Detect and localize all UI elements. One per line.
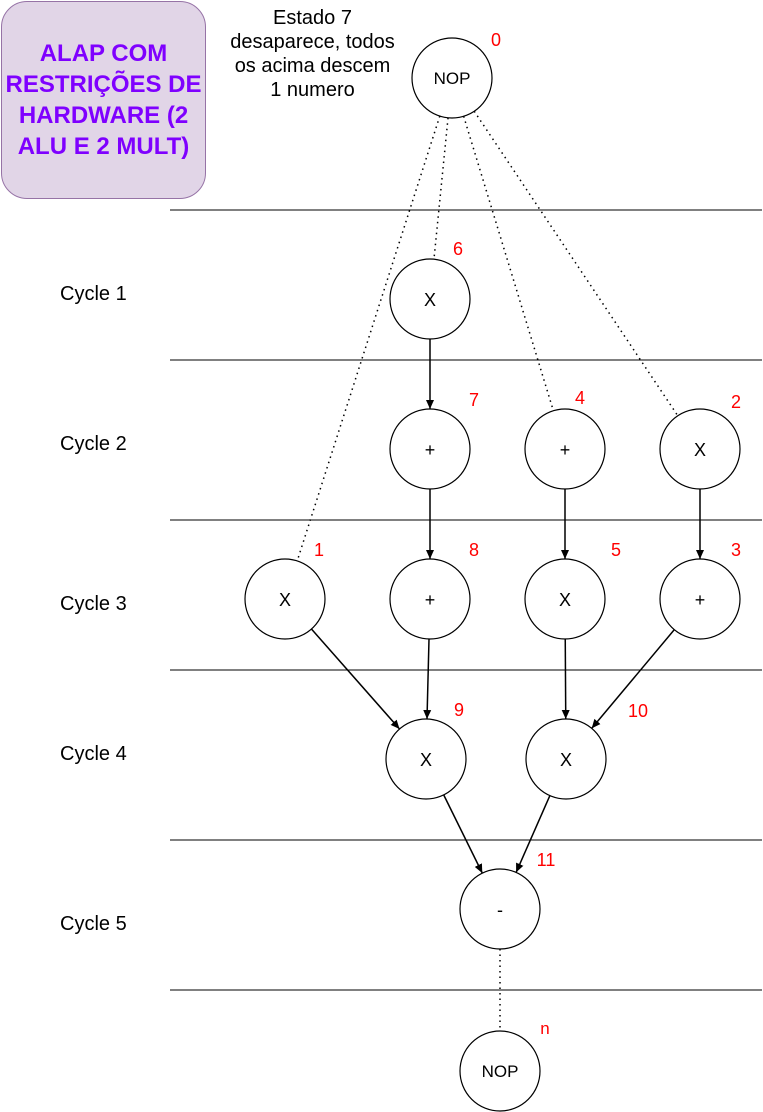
node-circle — [524, 408, 606, 490]
edge-solid-1-9 — [310, 628, 401, 730]
node-id-label: 4 — [575, 388, 585, 408]
title-box: ALAP COM RESTRIÇÕES DE HARDWARE (2 ALU E… — [1, 1, 206, 199]
node-id-label: 5 — [611, 540, 621, 560]
node-operation-label: + — [425, 590, 436, 610]
cycle-label: Cycle 1 — [60, 283, 127, 305]
node-4: +4 — [524, 388, 606, 490]
node-id-label: 3 — [731, 540, 741, 560]
node-n: NOP n — [459, 1019, 550, 1112]
node-circle — [524, 558, 606, 640]
node-operation-label: X — [420, 750, 432, 770]
cycle-separators — [170, 209, 762, 991]
node-circle — [389, 258, 471, 340]
node-circle — [459, 868, 541, 950]
node-operation-label: X — [559, 590, 571, 610]
node-operation-label: X — [560, 750, 572, 770]
cycle-label: Cycle 4 — [60, 743, 127, 765]
node-id-label: 1 — [314, 540, 324, 560]
node-2: X2 — [659, 392, 741, 490]
node-circle — [389, 558, 471, 640]
state-note: Estado 7 desaparece, todos os acima desc… — [230, 7, 395, 101]
edge-solid-9-11 — [443, 794, 483, 874]
node-10: X 10 — [525, 701, 648, 800]
node-1: X1 — [244, 540, 326, 640]
node-8: +8 — [389, 540, 479, 640]
title-text: ALAP COM RESTRIÇÕES DE HARDWARE (2 ALU E… — [5, 40, 202, 160]
node-0: NOP 0 — [411, 30, 501, 119]
node-circle — [411, 37, 493, 119]
node-id-label: 2 — [731, 392, 741, 412]
edge-dotted-0-4 — [462, 116, 555, 411]
node-operation-label: NOP — [434, 69, 471, 88]
node-circle — [389, 408, 471, 490]
node-9: X9 — [385, 700, 467, 800]
edges — [296, 110, 704, 1031]
node-circle — [459, 1030, 541, 1112]
node-id-label: 9 — [454, 700, 464, 720]
cycle-label: Cycle 5 — [60, 913, 127, 935]
node-circle — [659, 558, 741, 640]
node-id-label: n — [540, 1019, 549, 1038]
edge-dotted-0-6 — [433, 117, 449, 260]
node-id-label: 8 — [469, 540, 479, 560]
edge-solid-8-9 — [423, 638, 432, 720]
node-circle — [525, 718, 607, 800]
node-id-label: 11 — [537, 850, 556, 870]
edge-dotted-0-1 — [296, 115, 441, 562]
node-id-label: 7 — [469, 390, 479, 410]
node-7: +7 — [389, 390, 479, 490]
node-operation-label: + — [560, 440, 571, 460]
edge-dotted-0-2 — [473, 110, 679, 417]
node-id-label: 0 — [491, 30, 501, 50]
cycle-label: Cycle 3 — [60, 593, 127, 615]
node-id-label: 10 — [628, 701, 648, 721]
cycle-labels: Cycle 1 Cycle 2 Cycle 3 Cycle 4 Cycle 5 — [60, 283, 127, 935]
edge-solid-10-11 — [515, 795, 551, 873]
edge-solid-5-10 — [561, 638, 570, 720]
node-operation-label: + — [695, 590, 706, 610]
node-6: X6 — [389, 239, 471, 340]
node-operation-label: - — [497, 900, 503, 920]
node-operation-label: X — [694, 440, 706, 460]
node-5: X5 — [524, 540, 621, 640]
node-11: - 11 — [459, 850, 556, 950]
edge-solid-3-10 — [591, 629, 675, 729]
node-operation-label: X — [279, 590, 291, 610]
node-3: +3 — [659, 540, 741, 640]
node-id-label: 6 — [453, 239, 463, 259]
node-circle — [385, 718, 467, 800]
node-operation-label: NOP — [482, 1062, 519, 1081]
node-operation-label: X — [424, 290, 436, 310]
node-circle — [659, 408, 741, 490]
node-circle — [244, 558, 326, 640]
node-operation-label: + — [425, 440, 436, 460]
cycle-label: Cycle 2 — [60, 433, 127, 455]
